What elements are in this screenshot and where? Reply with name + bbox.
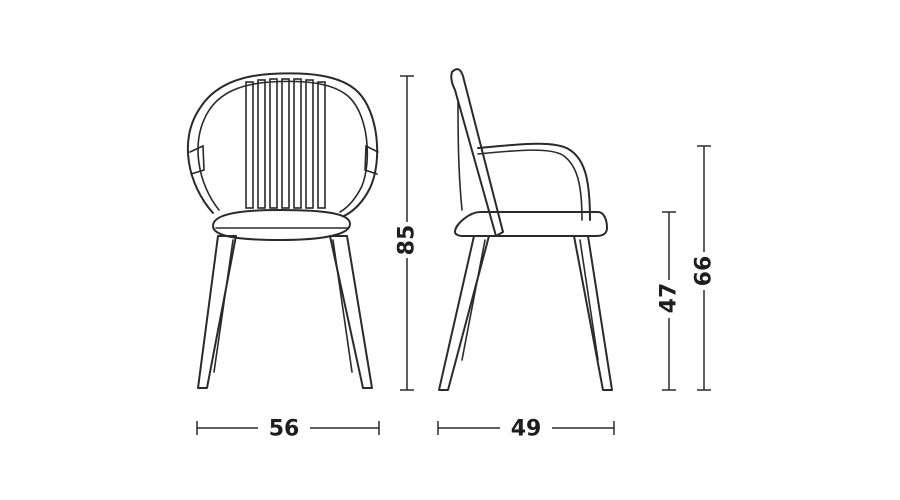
- front-seat: [212, 209, 351, 241]
- slat: [269, 78, 278, 209]
- slat: [317, 81, 326, 209]
- dimension-label-seat-height: 47: [657, 283, 682, 314]
- front-rear-leg-left: [213, 239, 234, 373]
- dimension-label-total-height: 85: [395, 225, 420, 256]
- front-backrest-inner: [197, 80, 369, 213]
- side-backrest: [450, 68, 504, 237]
- slat: [305, 79, 314, 209]
- front-backrest-tab-right: [364, 144, 379, 175]
- front-leg-right: [329, 235, 373, 389]
- side-view-chair: [438, 68, 613, 391]
- side-leg-front: [438, 235, 490, 391]
- front-backrest-tab-left: [189, 144, 205, 175]
- dimension-side-depth: 49: [437, 417, 615, 442]
- slat: [293, 78, 302, 209]
- side-armrest: [477, 142, 591, 221]
- front-view-chair: [186, 72, 379, 389]
- slat: [257, 79, 266, 209]
- dimension-label-front-width: 56: [269, 417, 300, 442]
- side-leg-back: [573, 235, 613, 391]
- front-leg-left: [197, 235, 237, 389]
- dimension-label-side-depth: 49: [511, 417, 542, 442]
- side-seat: [454, 211, 608, 237]
- slat: [281, 78, 290, 209]
- front-backrest-slats: [245, 78, 326, 209]
- side-leg-inner: [461, 239, 486, 361]
- side-backrest-inner-curve: [457, 99, 463, 211]
- side-leg-inner-back: [579, 239, 599, 361]
- side-armrest-lower: [477, 149, 583, 221]
- dimension-label-armrest-height: 66: [692, 256, 717, 287]
- dimension-front-width: 56: [196, 417, 380, 442]
- dimension-armrest-height: 66: [692, 145, 717, 391]
- front-rear-leg-right: [332, 239, 353, 373]
- front-backrest-outer: [186, 72, 379, 217]
- slat: [245, 81, 254, 209]
- dimension-total-height: 85: [395, 75, 420, 391]
- dimension-seat-height: 47: [657, 211, 682, 391]
